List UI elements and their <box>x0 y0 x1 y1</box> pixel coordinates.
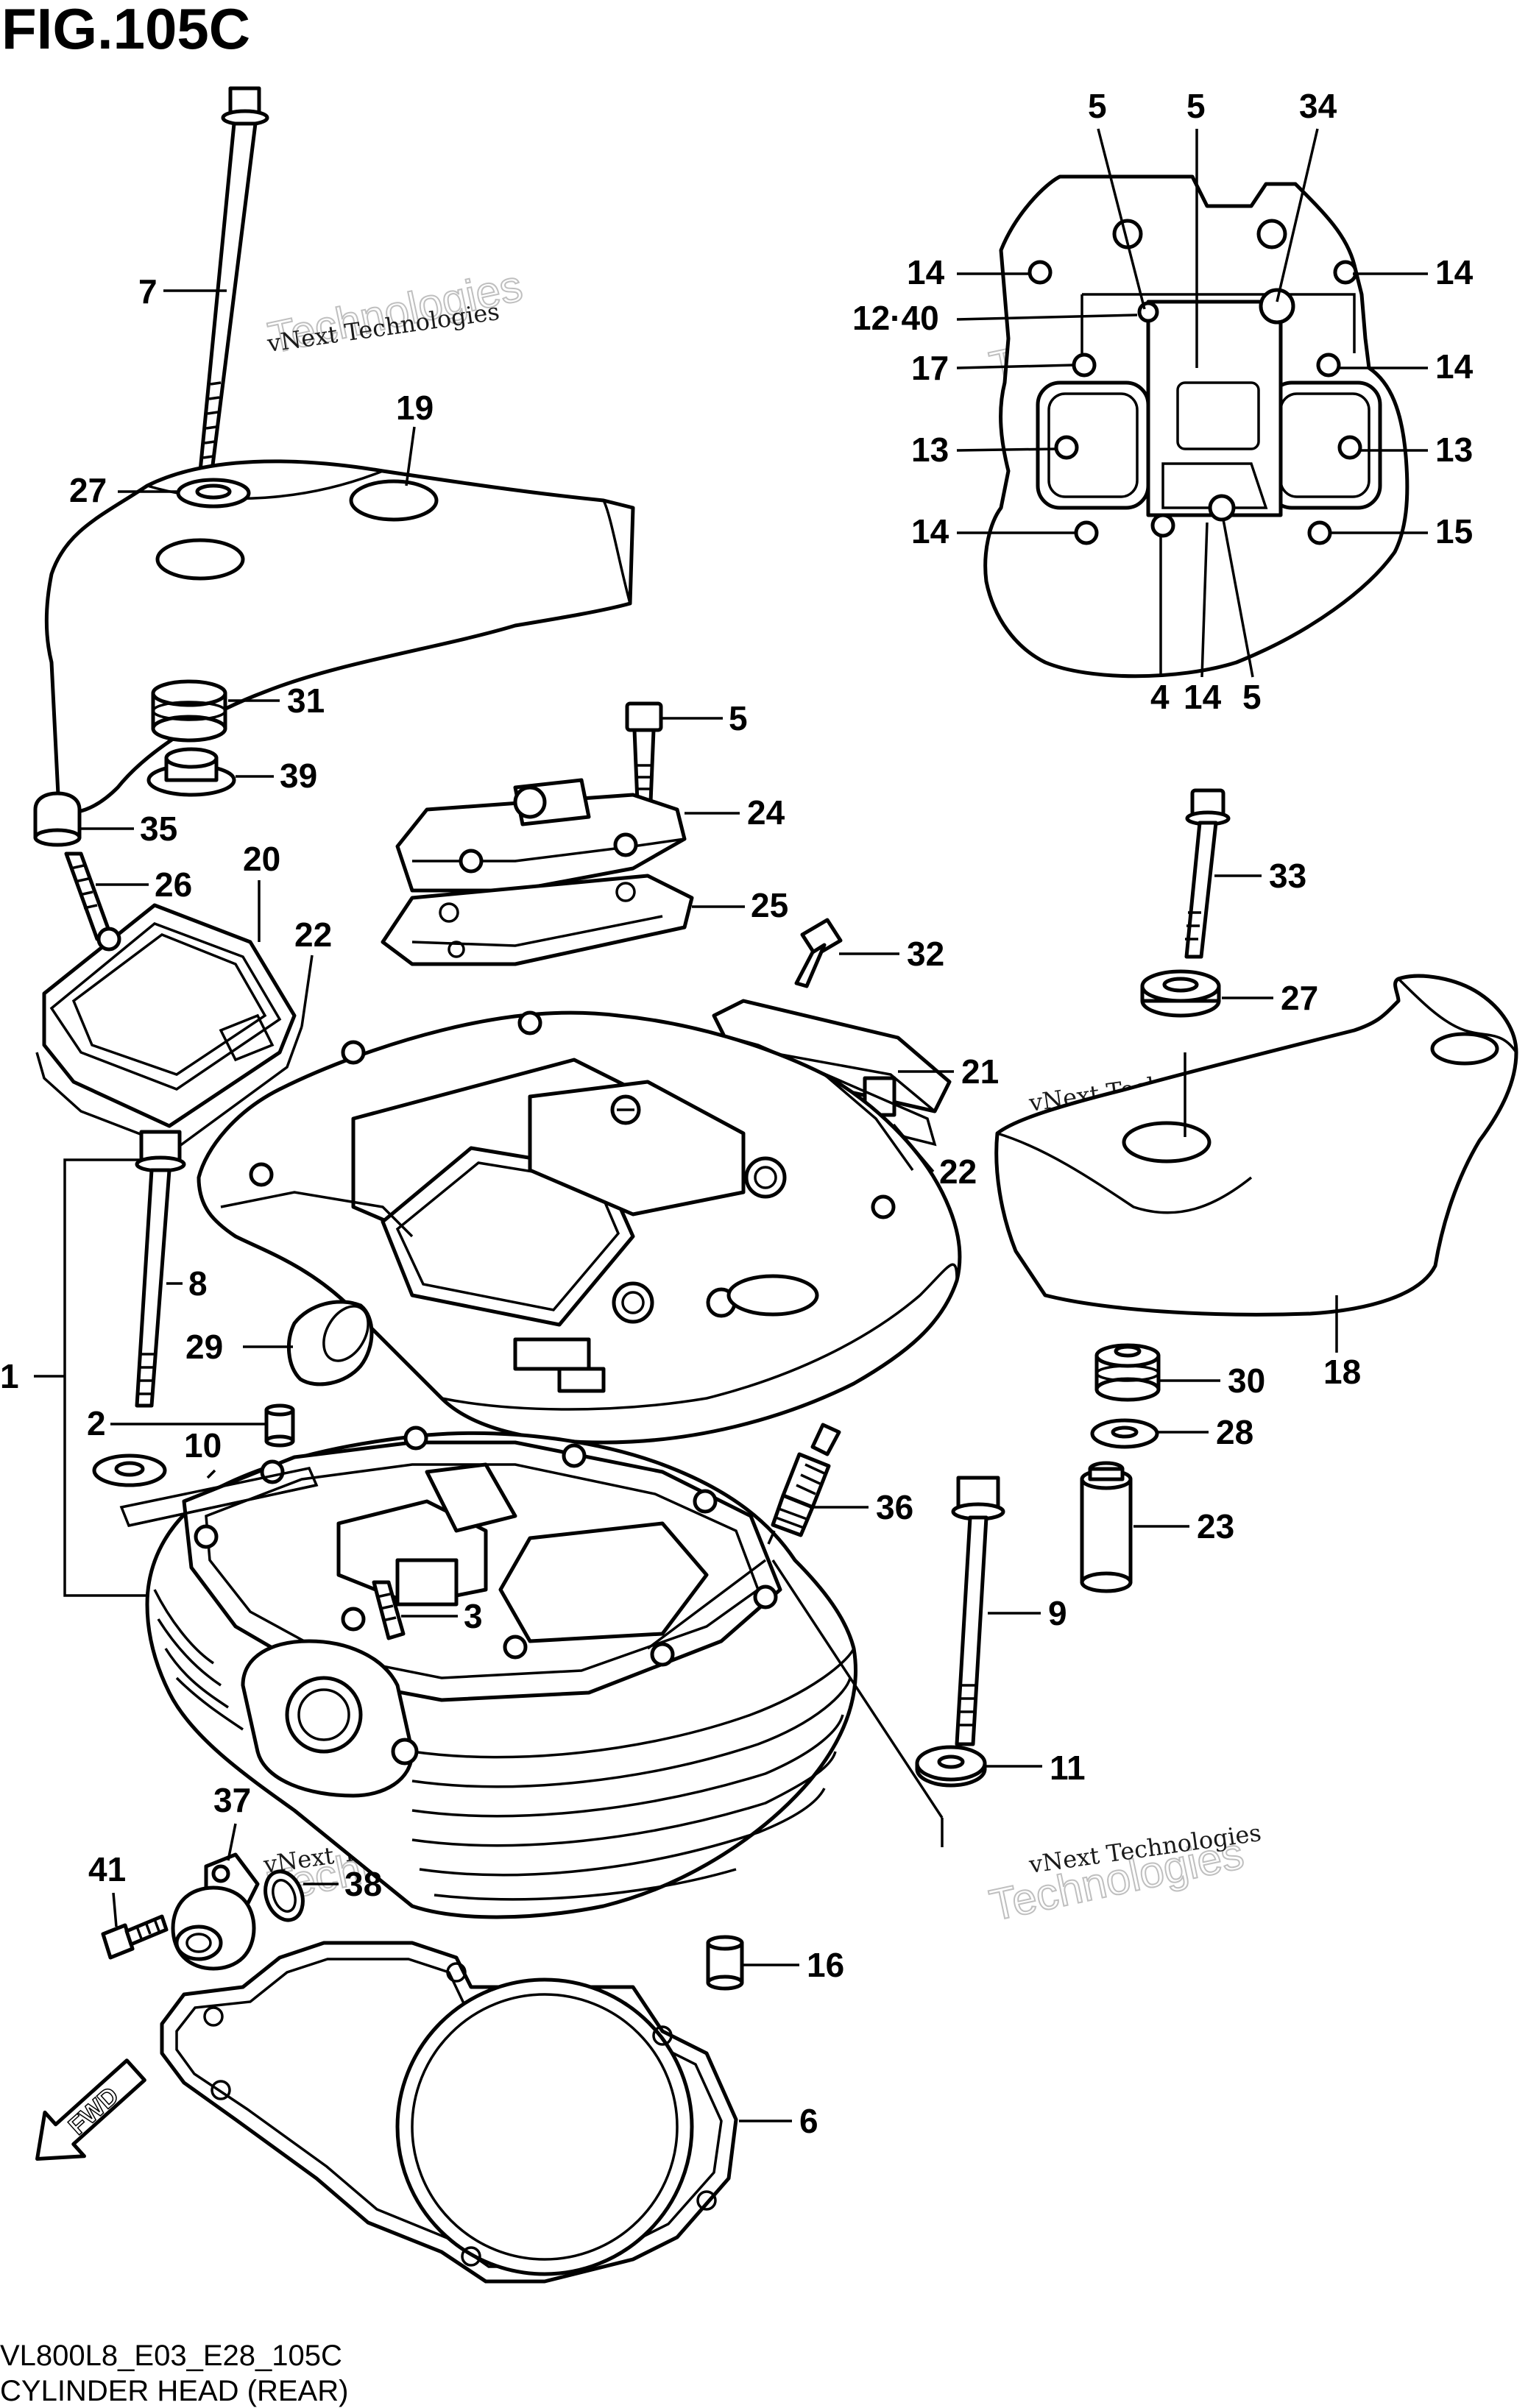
callout-label: 2 <box>87 1404 106 1442</box>
washer-27 <box>176 478 251 509</box>
gasket-22 <box>35 1026 303 1150</box>
callout-label: 41 <box>88 1850 126 1888</box>
bolt-9 <box>951 1476 1005 1746</box>
spark-plug-36 <box>767 1423 841 1545</box>
callout-label: 30 <box>1228 1361 1265 1400</box>
callout-label: 24 <box>747 793 785 832</box>
cover-24 <box>395 778 687 893</box>
dowel-2 <box>264 1403 295 1448</box>
callout-label: 5 <box>1242 678 1262 716</box>
callout-label: 3 <box>464 1597 483 1635</box>
callout-label: 38 <box>344 1865 382 1903</box>
bolt-33 <box>1184 788 1231 959</box>
callout-label: 18 <box>1323 1353 1361 1391</box>
collar-39 <box>146 747 236 797</box>
cylinder-head-1 <box>145 1010 962 1919</box>
gasket-6 <box>160 1941 738 2284</box>
callout-label: 22 <box>939 1152 977 1191</box>
callout-label: 10 <box>184 1426 222 1465</box>
bolt-32 <box>794 918 843 988</box>
bolt-hole <box>1027 219 1362 545</box>
grommet-31 <box>151 679 227 743</box>
callout-label: 32 <box>907 935 944 973</box>
callout-label: 25 <box>751 886 788 924</box>
callout-label: 5 <box>1186 87 1206 125</box>
callout-label: 35 <box>140 810 177 848</box>
inset-head-top-view <box>983 174 1409 679</box>
callout-label: 29 <box>185 1328 223 1366</box>
callout-label: 27 <box>69 471 107 509</box>
collar-23 <box>1080 1461 1133 1593</box>
callout-label: 14 <box>911 512 949 550</box>
washer-11 <box>915 1745 987 1788</box>
bolt-7 <box>198 86 269 473</box>
callout-label: 11 <box>1050 1749 1086 1787</box>
fwd-arrow-icon: FWD <box>35 2058 146 2161</box>
callout-label: 9 <box>1048 1594 1067 1632</box>
model-code: VL800L8_E03_E28_105C <box>0 2340 342 2372</box>
callout-label: 27 <box>1281 979 1318 1017</box>
callout-label: 4 <box>1150 678 1170 716</box>
grommet-30 <box>1094 1343 1161 1402</box>
cover-20 <box>42 903 297 1128</box>
stud-26 <box>64 851 113 941</box>
callout-label: 37 <box>213 1781 251 1819</box>
callout-label: 19 <box>396 389 434 427</box>
bolt-5 <box>625 701 663 804</box>
callout-label: 1 <box>0 1357 19 1395</box>
o-ring-38 <box>263 1869 305 1922</box>
bolt-41 <box>101 1914 169 1960</box>
callout-label: 17 <box>911 349 949 387</box>
callout-label: 21 <box>961 1052 999 1091</box>
bracket-lines <box>34 1158 944 1847</box>
callout-label: 28 <box>1216 1413 1253 1451</box>
fitting-37 <box>171 1852 260 1971</box>
bolt-8 <box>135 1130 186 1408</box>
inset-callouts: 5 5 34 14 14 12·40 17 14 13 13 14 15 4 1… <box>852 87 1474 716</box>
callout-label: 14 <box>1435 347 1474 386</box>
callout-label: 13 <box>1435 431 1473 469</box>
callout-label: 36 <box>876 1488 913 1526</box>
washer-28 <box>1090 1418 1159 1449</box>
plug-29 <box>286 1300 374 1387</box>
cover-18 <box>994 974 1518 1317</box>
callout-label: 31 <box>287 681 325 720</box>
callout-label: 16 <box>807 1946 844 1984</box>
callout-label: 14 <box>907 253 945 291</box>
gasket-25 <box>381 874 694 966</box>
callout-label: 5 <box>1088 87 1107 125</box>
callout-label: 22 <box>294 916 332 954</box>
callout-label: 14 <box>1184 678 1222 716</box>
figure-title: FIG.105C <box>1 0 250 61</box>
diagram-caption: CYLINDER HEAD (REAR) <box>0 2375 348 2407</box>
callout-label: 5 <box>729 699 748 737</box>
cover-19 <box>44 459 635 815</box>
callout-label: 14 <box>1435 253 1474 291</box>
callout-label: 20 <box>243 840 280 878</box>
callout-label: 6 <box>799 2102 818 2140</box>
callout-label: 13 <box>911 431 949 469</box>
dowel-16 <box>706 1935 744 1991</box>
callout-label: 34 <box>1299 87 1337 125</box>
cap-nut-35 <box>33 791 82 847</box>
washer-27b <box>1140 969 1221 1018</box>
callout-label: 12·40 <box>852 299 939 337</box>
callout-label: 26 <box>155 865 192 904</box>
callout-label: 15 <box>1435 512 1473 550</box>
callout-label: 7 <box>138 272 158 311</box>
callout-label: 23 <box>1197 1507 1234 1545</box>
callout-label: 8 <box>188 1264 208 1303</box>
callout-label: 33 <box>1269 857 1306 895</box>
washer-10 <box>92 1453 167 1487</box>
callout-label: 39 <box>280 757 317 795</box>
